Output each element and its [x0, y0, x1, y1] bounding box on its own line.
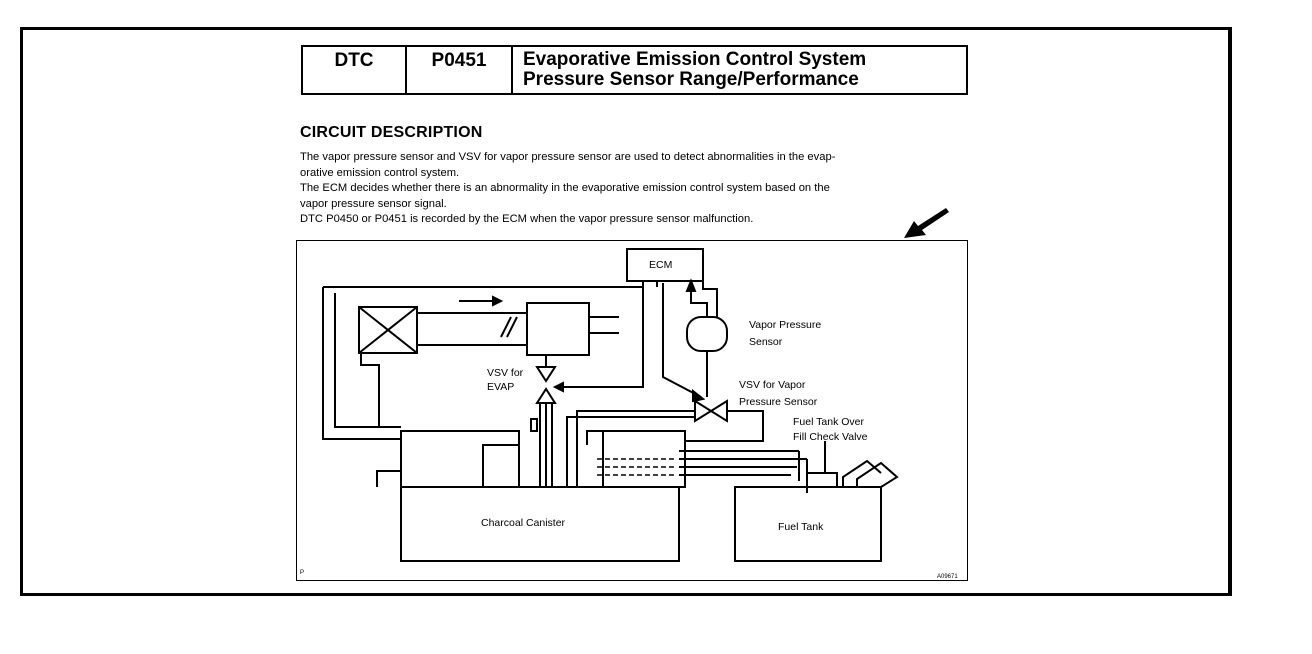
dtc-code: P0451 — [407, 47, 513, 93]
vsv-vapor-label-1: VSV for Vapor — [739, 379, 806, 391]
desc-line: The vapor pressure sensor and VSV for va… — [300, 151, 836, 163]
dtc-title-line1: Evaporative Emission Control System — [523, 49, 867, 70]
dtc-header-table: DTC P0451 Evaporative Emission Control S… — [301, 45, 968, 95]
vsv-vapor-label-2: Pressure Sensor — [739, 396, 818, 408]
dtc-title-line2: Pressure Sensor Range/Performance — [523, 69, 859, 90]
circuit-diagram-drawing — [322, 248, 899, 562]
vapor-sensor-label-1: Vapor Pressure — [749, 319, 822, 331]
dtc-label: DTC — [303, 47, 407, 93]
circuit-description: The vapor pressure sensor and VSV for va… — [300, 150, 980, 228]
ecm-box — [626, 248, 704, 282]
vapor-pressure-sensor — [686, 316, 728, 352]
vsv-evap-label-2: EVAP — [487, 381, 515, 393]
vsv-evap-upper — [535, 366, 557, 383]
ecm-label: ECM — [649, 259, 673, 271]
desc-line: orative emission control system. — [300, 166, 460, 179]
engine-box — [526, 302, 590, 356]
corner-mark: P — [300, 570, 305, 576]
vsv-evap-label-1: VSV for — [487, 367, 524, 379]
fill-valve-label-1: Fuel Tank Over — [793, 416, 865, 428]
canister-upper — [400, 430, 520, 488]
fuel-tank-label: Fuel Tank — [778, 521, 824, 533]
dtc-title: Evaporative Emission Control System Pres… — [513, 47, 966, 93]
desc-line: The ECM decides whether there is an abno… — [300, 182, 830, 194]
fuel-tank — [734, 486, 882, 562]
desc-line: DTC P0450 or P0451 is recorded by the EC… — [300, 213, 754, 225]
fill-valve-label-2: Fill Check Valve — [793, 431, 868, 443]
canister-label: Charcoal Canister — [481, 517, 566, 529]
section-heading: CIRCUIT DESCRIPTION — [300, 124, 483, 141]
vapor-sensor-label-2: Sensor — [749, 336, 783, 348]
vsv-vapor-left — [694, 399, 713, 423]
figure-id: A09671 — [937, 574, 958, 580]
document-frame — [20, 27, 1232, 596]
pointer-arrow-icon — [904, 208, 949, 238]
desc-line: vapor pressure sensor signal. — [300, 197, 447, 210]
circuit-diagram: ECM Vapor Pressure Sensor VSV for EVAP V… — [296, 240, 968, 581]
throttle-box — [358, 306, 418, 354]
